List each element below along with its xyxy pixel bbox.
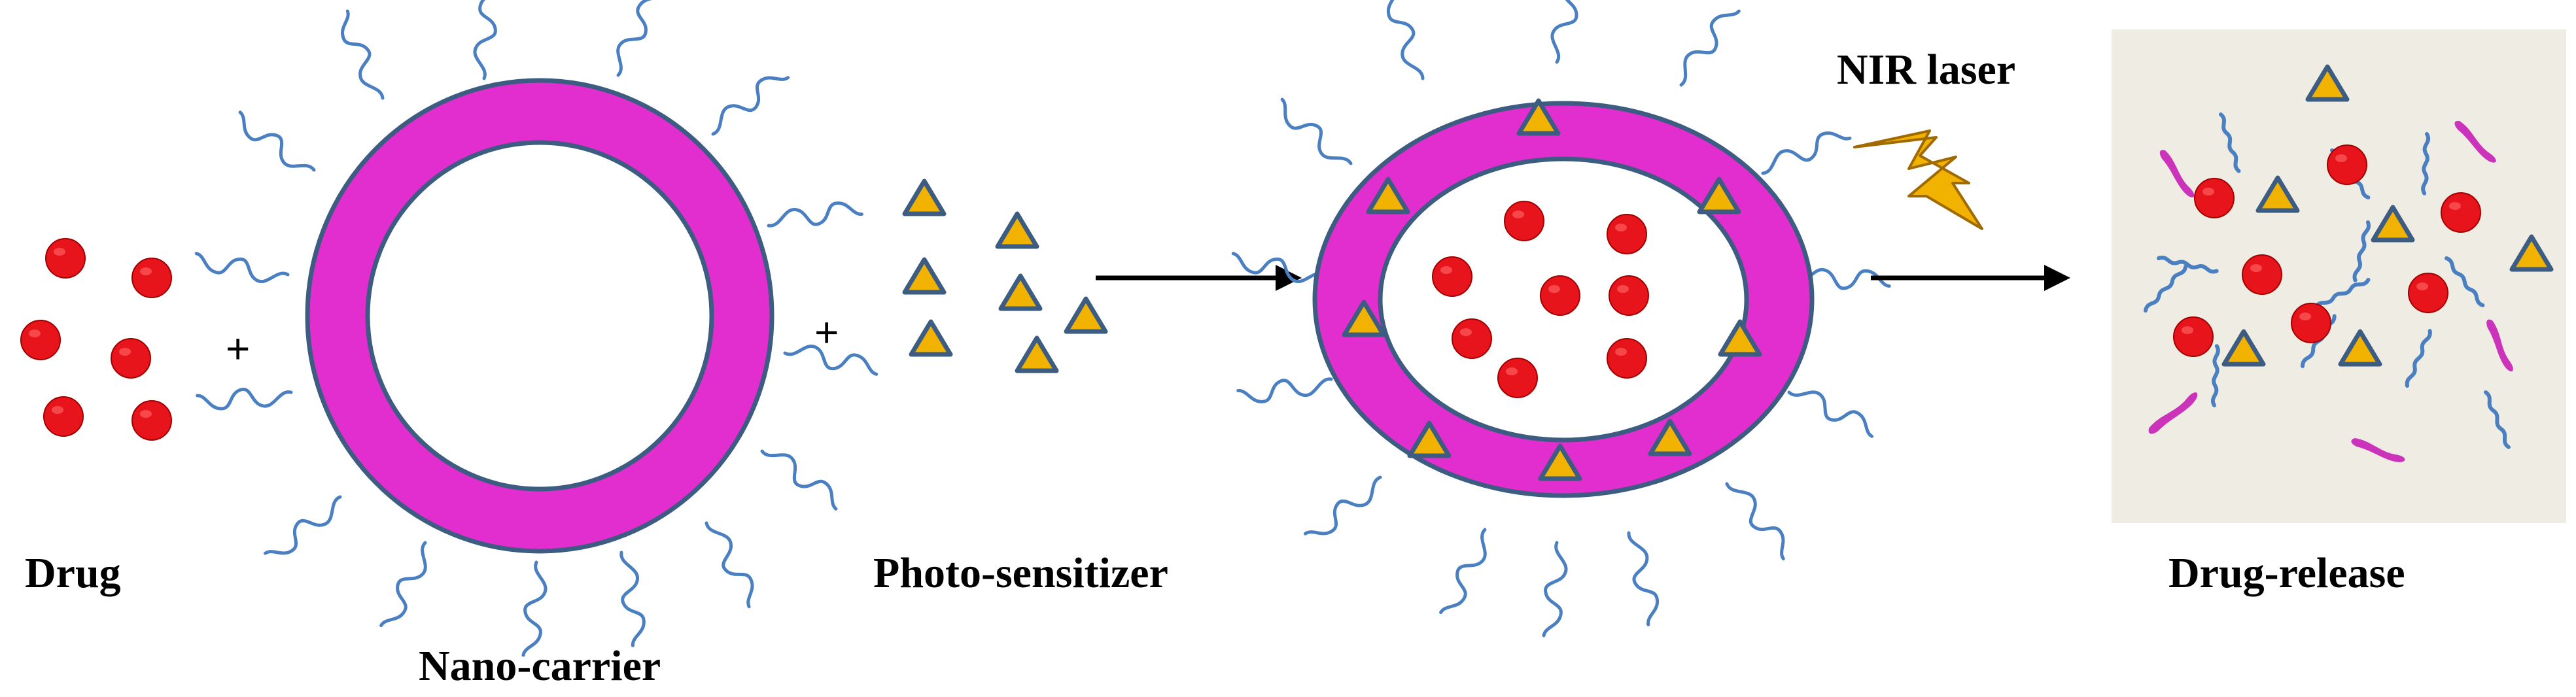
loaded-nano-carrier: [1231, 0, 1889, 636]
drug-dot: [131, 258, 172, 298]
drug-dot: [111, 338, 151, 379]
plus-sign: +: [226, 325, 250, 372]
plus-sign: +: [814, 309, 839, 356]
photosensitizer-triangle: [911, 322, 950, 354]
photosensitizer-triangle: [998, 214, 1037, 246]
drug-dot: [131, 400, 172, 441]
photosensitizer-triangle: [1017, 338, 1056, 371]
drug-dot: [43, 396, 84, 437]
drug-dot: [20, 320, 61, 360]
drug-release-label: Drug-release: [2168, 549, 2405, 597]
photosensitizer-triangle: [1001, 276, 1040, 309]
photosensitizer-label: Photo-sensitizer: [873, 549, 1168, 597]
nano-carrier: [194, 0, 878, 655]
nir-laser-label: NIR laser: [1837, 46, 2015, 94]
drug-label: Drug: [25, 549, 121, 597]
photosensitizer-triangle: [905, 260, 944, 292]
drug-molecules: [20, 238, 172, 441]
arrow-right: [1871, 265, 2070, 291]
drug-dot: [45, 238, 86, 279]
nano-carrier-label: Nano-carrier: [419, 642, 661, 690]
drug-release-panel: [2112, 29, 2566, 523]
photosensitizer-triangle: [1066, 299, 1105, 332]
photosensitizer-molecules: [905, 181, 1105, 371]
arrow-right: [1096, 265, 1302, 291]
lightning-icon: [1853, 129, 1983, 230]
photosensitizer-triangle: [905, 181, 944, 214]
